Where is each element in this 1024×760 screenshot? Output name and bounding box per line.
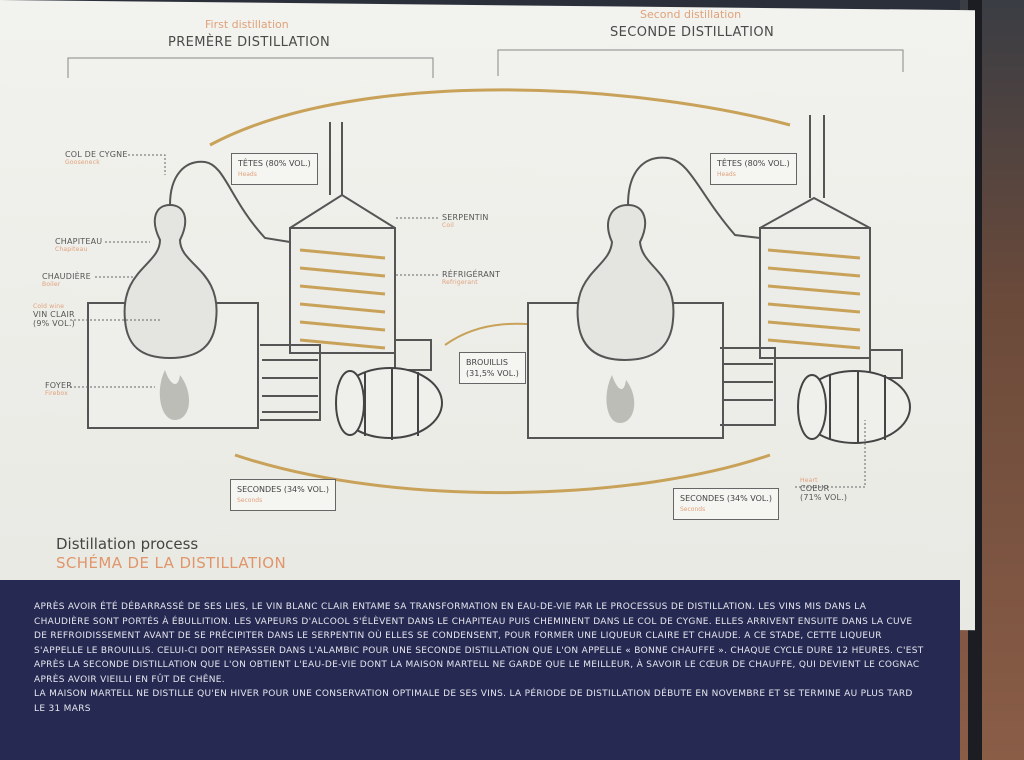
text-panel bbox=[0, 580, 960, 760]
leader-lines bbox=[70, 154, 866, 488]
bottom-arrow bbox=[234, 453, 771, 495]
top-arrow bbox=[209, 88, 791, 147]
footer-title: Distillation process bbox=[56, 535, 199, 553]
body-line: APRÈS LA SECONDE DISTILLATION QUE L'ON O… bbox=[34, 660, 920, 670]
brouillis-box: BROUILLIS(31,5% VOL.) bbox=[459, 352, 526, 384]
body-line: S'APPELLE LE BROUILLIS. CELUI-CI DOIT RE… bbox=[34, 645, 924, 656]
first-bracket bbox=[67, 57, 434, 78]
first-title: PREMÈRE DISTILLATION bbox=[168, 35, 331, 50]
body-line: APRÈS AVOIR ÉTÉ DÉBARRASSÉ DE SES LIES, … bbox=[34, 602, 867, 612]
first-subtitle: First distillation bbox=[205, 18, 289, 31]
body-line: APRÈS AVOIR VIEILLI EN FÛT DE CHÊNE. bbox=[34, 674, 225, 685]
right-barrel bbox=[797, 370, 911, 444]
second-subtitle: Second distillation bbox=[640, 8, 742, 21]
second-title: SECONDE DISTILLATION bbox=[610, 25, 775, 40]
left-flame bbox=[159, 370, 190, 420]
body-line: LE 31 MARS bbox=[34, 703, 91, 714]
description-text: APRÈS AVOIR ÉTÉ DÉBARRASSÉ DE SES LIES, … bbox=[34, 600, 924, 716]
left-coil bbox=[299, 248, 386, 350]
secondes-box-left: SECONDES (34% VOL.)Seconds bbox=[230, 479, 337, 511]
secondes-box-right: SECONDES (34% VOL.)Seconds bbox=[673, 488, 780, 520]
body-line: DE REFROIDISSEMENT AVANT DE SE PRÉCIPITE… bbox=[34, 631, 882, 641]
tetes-box-left: TÊTES (80% VOL.)Heads bbox=[231, 153, 318, 185]
right-coil bbox=[767, 248, 861, 350]
tetes-box-right: TÊTES (80% VOL.)Heads bbox=[710, 153, 797, 185]
right-flame bbox=[606, 375, 635, 423]
second-bracket bbox=[497, 49, 904, 76]
left-barrel bbox=[335, 367, 443, 440]
body-line: CHAUDIÈRE SONT PORTÉS À ÉBULLITION. LES … bbox=[34, 616, 913, 627]
body-line: LA MAISON MARTELL NE DISTILLE QU'EN HIVE… bbox=[34, 689, 913, 699]
footer-subtitle: SCHÉMA DE LA DISTILLATION bbox=[56, 554, 287, 572]
